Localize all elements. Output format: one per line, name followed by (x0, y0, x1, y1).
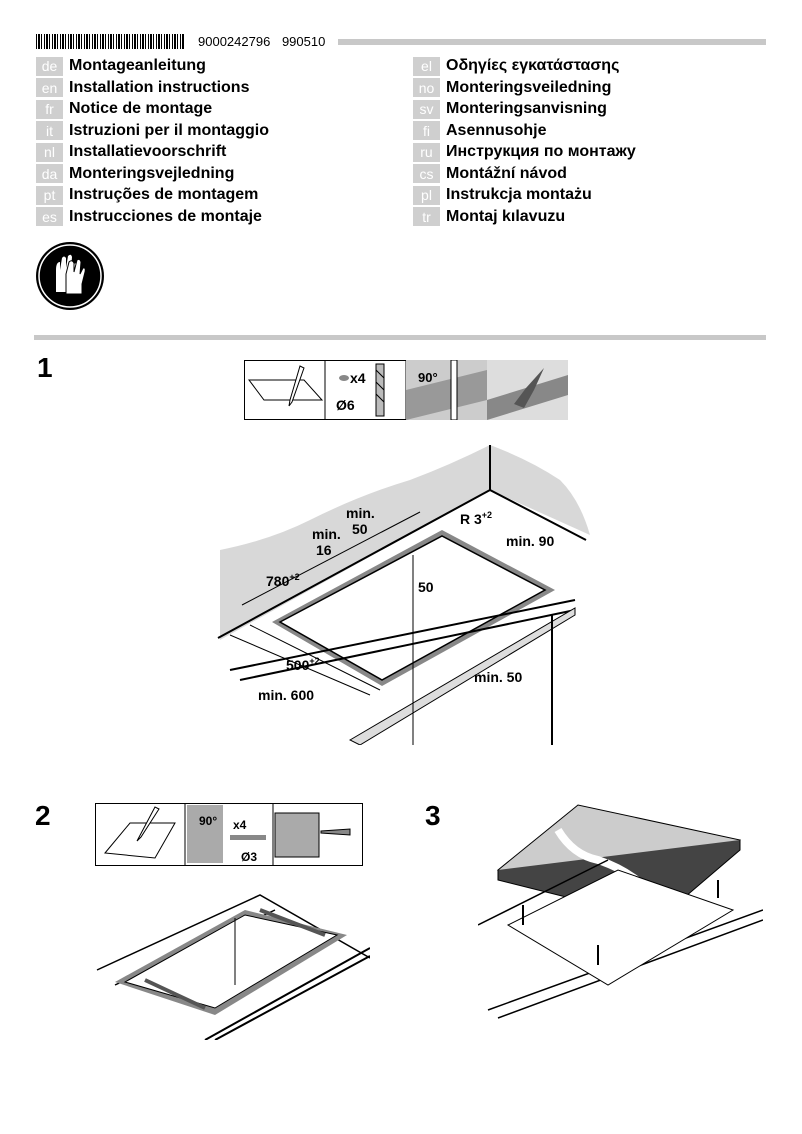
dim-label: min. (312, 526, 341, 542)
language-title: Οδηγίες εγκατάστασης (446, 57, 620, 74)
language-code: pt (36, 185, 63, 205)
language-title: Instrukcja montażu (446, 186, 592, 203)
language-row-el: el Οδηγίες εγκατάστασης (413, 56, 619, 76)
revision: 990510 (281, 34, 326, 49)
header-bar (338, 39, 766, 45)
language-title: Monteringsanvisning (446, 100, 607, 117)
bracket-icon (274, 812, 320, 858)
screw-icon (339, 375, 349, 381)
language-row-tr: tr Montaj kılavuzu (413, 207, 565, 227)
jigsaw-icon (406, 360, 487, 420)
dim-label: min. (346, 505, 375, 521)
language-title: Montážní návod (446, 164, 567, 182)
language-row-de: de Montageanleitung (36, 56, 206, 76)
dim-label: 500+2 (286, 656, 320, 673)
language-title: Monteringsvejledning (69, 164, 235, 182)
language-row-es: es Instrucciones de montaje (36, 207, 262, 227)
language-code: no (413, 78, 440, 97)
bracket-icon (187, 805, 223, 863)
language-title: Montageanleitung (69, 57, 206, 74)
screw-count: x4 (350, 370, 366, 386)
language-code: da (36, 164, 63, 183)
step-number-3: 3 (425, 800, 441, 831)
language-title: Notice de montage (69, 100, 213, 117)
language-code: tr (413, 207, 440, 226)
language-title: Istruzioni per il montaggio (69, 121, 269, 139)
brush-sealant-icon (487, 360, 568, 420)
language-row-no: no Monteringsveiledning (413, 78, 611, 98)
language-title: Instrucciones de montaje (69, 207, 262, 225)
step-number-1: 1 (37, 352, 53, 383)
language-code: ru (413, 142, 440, 162)
dim-label: min. 600 (258, 687, 314, 703)
hob-insertion-diagram (478, 804, 763, 1019)
section-divider (34, 335, 766, 340)
language-row-nl: nl Installatievoorschrift (36, 142, 226, 162)
dim-label: min. 50 (474, 669, 522, 685)
language-title: Installatievoorschrift (69, 143, 227, 160)
dim-label: 16 (316, 542, 332, 558)
drill-bit-icon (375, 363, 385, 417)
barcode (36, 34, 184, 49)
cutout-dimensions-diagram: min. 50 min. 16 R 3+2 min. 90 780+2 50 5… (217, 445, 590, 745)
screw-count: x4 (233, 818, 247, 832)
language-row-it: it Istruzioni per il montaggio (36, 121, 269, 141)
screw-icon (320, 828, 351, 836)
bracket-mounting-diagram (96, 894, 370, 1040)
angle-label: 90° (418, 370, 438, 385)
drill-size: Ø6 (336, 397, 355, 413)
language-row-fr: fr Notice de montage (36, 99, 212, 119)
language-title: Инструкция по монтажу (446, 143, 636, 160)
dim-label: 50 (418, 579, 434, 595)
language-row-fi: fi Asennusohje (413, 121, 546, 141)
language-code: fr (36, 99, 63, 119)
step-number-2: 2 (35, 800, 51, 831)
document-number: 9000242796 990510 (198, 34, 325, 49)
language-code: de (36, 56, 63, 76)
dim-label: 50 (352, 521, 368, 537)
dim-label: 780+2 (266, 572, 300, 589)
language-code: es (36, 207, 63, 226)
language-row-pl: pl Instrukcja montażu (413, 185, 592, 205)
pencil-marking-icon (248, 365, 324, 407)
language-title: Instruções de montagem (69, 186, 259, 203)
drill-size: Ø3 (241, 850, 257, 864)
language-code: nl (36, 142, 63, 162)
language-code: fi (413, 121, 440, 140)
language-code: el (413, 56, 440, 76)
language-title: Monteringsveiledning (446, 78, 612, 96)
language-row-cs: cs Montážní návod (413, 164, 567, 184)
language-code: sv (413, 99, 440, 119)
language-row-sv: sv Monteringsanvisning (413, 99, 607, 119)
language-code: pl (413, 185, 440, 205)
language-row-pt: pt Instruções de montagem (36, 185, 258, 205)
language-row-ru: ru Инструкция по монтажу (413, 142, 636, 162)
screw-icon (230, 835, 266, 840)
doc-number: 9000242796 (198, 34, 271, 49)
angle-label: 90° (199, 814, 217, 828)
gloves-icon (36, 242, 104, 310)
dim-label: R 3+2 (460, 510, 492, 527)
dim-label: min. 90 (506, 533, 554, 549)
language-row-da: da Monteringsvejledning (36, 164, 234, 184)
step2-tool-strip: 90° x4 Ø3 (95, 803, 363, 866)
step1-tool-strip: x4 Ø6 90° (244, 360, 568, 420)
pencil-marking-icon (104, 806, 176, 859)
language-title: Asennusohje (446, 121, 547, 139)
language-row-en: en Installation instructions (36, 78, 249, 98)
language-code: it (36, 121, 63, 140)
language-code: en (36, 78, 63, 97)
language-title: Installation instructions (69, 78, 250, 96)
language-code: cs (413, 164, 440, 183)
language-title: Montaj kılavuzu (446, 207, 566, 225)
